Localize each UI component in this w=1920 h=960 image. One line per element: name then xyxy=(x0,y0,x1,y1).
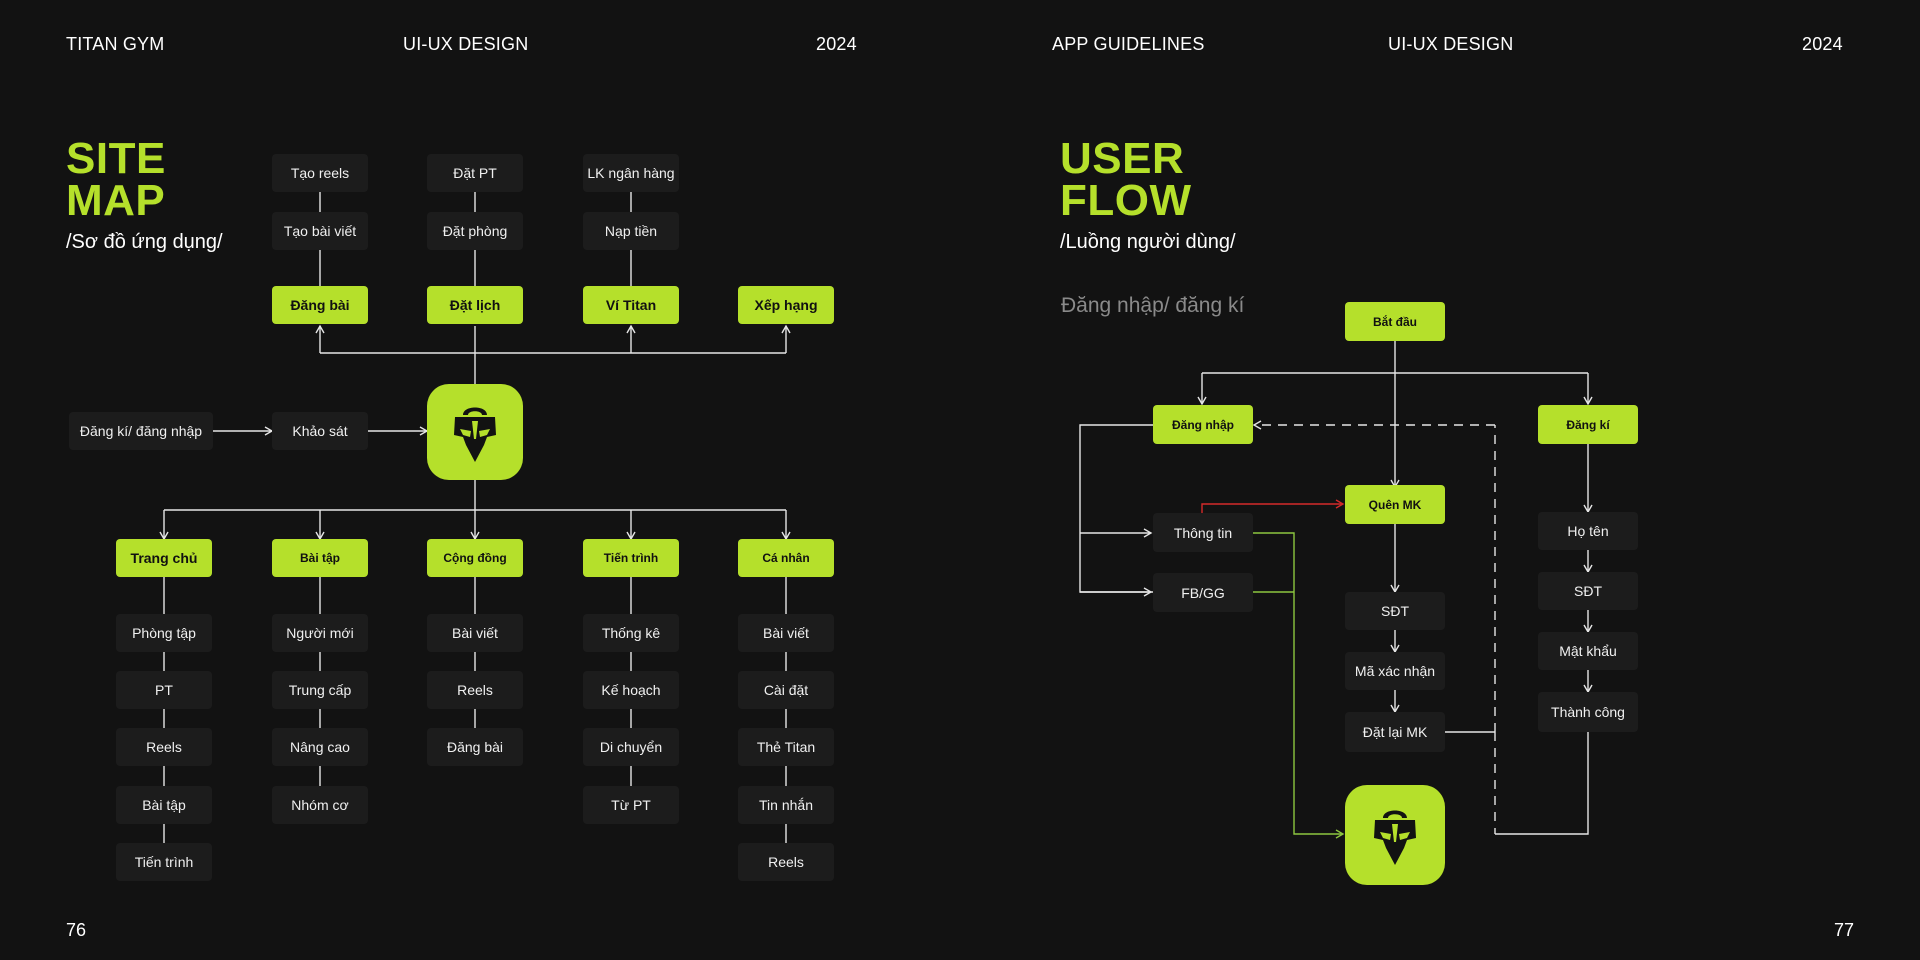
sitemap-node-book-pt: Đặt PT xyxy=(427,154,523,192)
sitemap-node: Reels xyxy=(738,843,834,881)
sitemap-node-create-reels: Tạo reels xyxy=(272,154,368,192)
sitemap-branch-post: Đăng bài xyxy=(272,286,368,324)
sitemap-node: Tiến trình xyxy=(116,843,212,881)
brand-name: TITAN GYM xyxy=(66,34,165,54)
userflow-forgot-step: Mã xác nhận xyxy=(1345,652,1445,690)
userflow-start: Bắt đầu xyxy=(1345,302,1445,341)
sitemap-branch-progress: Tiến trình xyxy=(583,539,679,577)
sitemap-node: Đăng bài xyxy=(427,728,523,766)
sitemap-node-survey: Khảo sát xyxy=(272,412,368,450)
userflow-info: Thông tin xyxy=(1153,513,1253,552)
sitemap-entry-signup-login: Đăng kí/ đăng nhập xyxy=(69,412,213,450)
header-guidelines: APP GUIDELINES xyxy=(1052,34,1205,54)
sitemap-node: Từ PT xyxy=(583,786,679,824)
sitemap-branch-home: Trang chủ xyxy=(116,539,212,577)
spartan-helmet-kettlebell-icon xyxy=(1374,810,1416,865)
app-logo-userflow xyxy=(1345,785,1445,885)
sitemap-node: Reels xyxy=(116,728,212,766)
header-year-right: 2024 xyxy=(1802,34,1843,54)
userflow-social-login: FB/GG xyxy=(1153,573,1253,612)
header-center-right: UI-UX DESIGN xyxy=(1388,34,1514,54)
sitemap-node: Trung cấp xyxy=(272,671,368,709)
sitemap-node: Nâng cao xyxy=(272,728,368,766)
sitemap-node-bank-link: LK ngân hàng xyxy=(583,154,679,192)
sitemap-node: Kế hoạch xyxy=(583,671,679,709)
sitemap-branch-community: Cộng đồng xyxy=(427,539,523,577)
userflow-login: Đăng nhập xyxy=(1153,405,1253,444)
userflow-section-title: Đăng nhập/ đăng kí xyxy=(1061,294,1245,317)
sitemap-branch-schedule: Đặt lịch xyxy=(427,286,523,324)
userflow-register-step: Thành công xyxy=(1538,692,1638,732)
userflow-register-step: SĐT xyxy=(1538,572,1638,610)
sitemap-title-line1: SITE xyxy=(66,134,166,183)
sitemap-branch-ranking: Xếp hạng xyxy=(738,286,834,324)
app-logo-sitemap xyxy=(427,384,523,480)
userflow-forgot-step: Đặt lại MK xyxy=(1345,712,1445,752)
userflow-forgot-step: SĐT xyxy=(1345,592,1445,630)
sitemap-node: Thống kê xyxy=(583,614,679,652)
userflow-forgot-password: Quên MK xyxy=(1345,485,1445,524)
sitemap-node: Thẻ Titan xyxy=(738,728,834,766)
userflow-title-line2: FLOW xyxy=(1060,176,1192,225)
sitemap-node-book-room: Đặt phòng xyxy=(427,212,523,250)
spartan-helmet-kettlebell-icon xyxy=(454,407,496,462)
sitemap-node: Reels xyxy=(427,671,523,709)
sitemap-node: Phòng tập xyxy=(116,614,212,652)
sitemap-branch-exercises: Bài tập xyxy=(272,539,368,577)
sitemap-node-create-post: Tạo bài viết xyxy=(272,212,368,250)
sitemap-node: Di chuyển xyxy=(583,728,679,766)
sitemap-subtitle: /Sơ đồ ứng dụng/ xyxy=(66,231,223,253)
sitemap-node: Người mới xyxy=(272,614,368,652)
sitemap-node: Bài viết xyxy=(738,614,834,652)
sitemap-branch-wallet: Ví Titan xyxy=(583,286,679,324)
sitemap-branch-profile: Cá nhân xyxy=(738,539,834,577)
header-year-left: 2024 xyxy=(816,34,857,54)
userflow-register-step: Họ tên xyxy=(1538,512,1638,550)
sitemap-title-line2: MAP xyxy=(66,176,166,225)
userflow-subtitle: /Luồng người dùng/ xyxy=(1060,231,1236,253)
userflow-register: Đăng kí xyxy=(1538,405,1638,444)
sitemap-node: Bài viết xyxy=(427,614,523,652)
sitemap-node: Nhóm cơ xyxy=(272,786,368,824)
sitemap-node: PT xyxy=(116,671,212,709)
userflow-title-line1: USER xyxy=(1060,134,1185,183)
sitemap-node-top-up: Nạp tiền xyxy=(583,212,679,250)
page-number-right: 77 xyxy=(1834,920,1855,940)
sitemap-node: Cài đặt xyxy=(738,671,834,709)
sitemap-node: Tin nhắn xyxy=(738,786,834,824)
header-center-left: UI-UX DESIGN xyxy=(403,34,529,54)
sitemap-node: Bài tập xyxy=(116,786,212,824)
page-number-left: 76 xyxy=(66,920,87,940)
userflow-register-step: Mật khẩu xyxy=(1538,632,1638,670)
